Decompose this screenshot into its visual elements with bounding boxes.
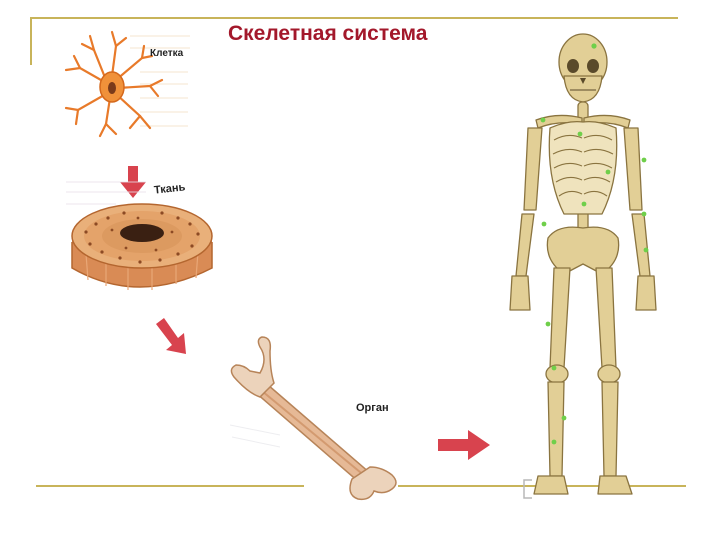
cell-label: Клетка (150, 48, 184, 59)
femur-illustration (229, 336, 397, 501)
frame-bottom-line-left (36, 485, 304, 487)
bracket-mark-icon (523, 479, 532, 499)
arrow-right-icon (438, 430, 490, 460)
frame-left-line (30, 17, 32, 65)
arrow-down-icon (156, 318, 186, 354)
bone-cell-illustration (64, 30, 190, 138)
bone-tissue-illustration (66, 181, 213, 290)
frame-top-line (30, 17, 678, 19)
organ-label: Орган (356, 402, 389, 414)
slide-title: Скелетная система (228, 22, 428, 45)
skeleton-illustration (509, 33, 657, 495)
